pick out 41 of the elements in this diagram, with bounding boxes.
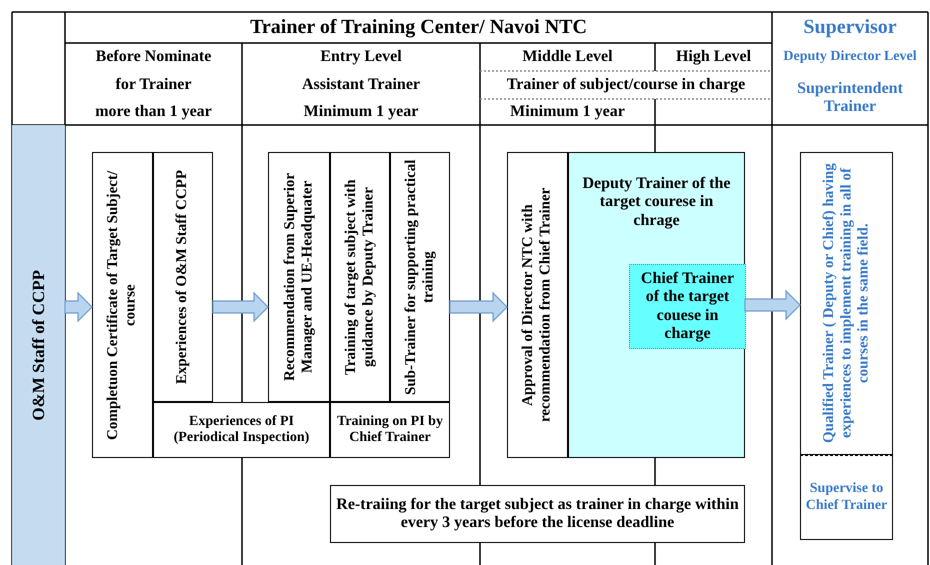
approval-box: [507, 152, 568, 458]
duty-box: Supervise to Chief Trainer: [800, 455, 893, 540]
header-text: Minimum 1 year: [510, 103, 625, 121]
qualification-box: [800, 152, 893, 455]
vertical-text: Sub-Trainer for supporting practical training: [402, 158, 437, 397]
vertical-text: Completuon Certificate of Target Subject/ course: [105, 169, 140, 442]
role-band: [12, 125, 65, 565]
requirement-box: Experiences of PI (Periodical Inspection): [153, 402, 330, 458]
requirement-box: [330, 152, 390, 402]
role-box: Chief Trainer of the target couese in charge: [629, 264, 746, 349]
block-arrow: [64, 292, 93, 322]
column-heading: Supervisor: [803, 16, 897, 39]
vertical-text: Training of target subject with guidance by Deputy Trainer: [342, 178, 377, 377]
header-text: Deputy Director Level: [783, 49, 917, 65]
vertical-text: Experiences of O&M Staff CCPP: [174, 170, 192, 384]
role-title: Deputy Trainer of the target courese in chrage: [582, 175, 732, 230]
header-text: Middle Level: [522, 48, 613, 66]
header-text: Trainer of subject/course in charge: [506, 76, 746, 94]
vertical-text: Recommendation from Superior Manager and UE-Headquater: [282, 172, 316, 384]
header-text: Assistant Trainer: [302, 76, 420, 94]
requirement-box: [390, 152, 450, 402]
header-text: Minimum 1 year: [304, 103, 418, 121]
requirement-box: Training on PI by Chief Trainer: [330, 402, 450, 458]
requirement-box: [153, 152, 213, 402]
note-box: Re-traiing for the target subject as trainer in charge within every 3 years before the license deadline: [330, 485, 745, 543]
block-arrow: [449, 292, 508, 322]
header-text: for Trainer: [116, 76, 192, 94]
vertical-text: O&M Staff of CCPP: [28, 270, 48, 420]
vertical-text: Qualified Trainer ( Deputy or Chief) having experiences to implement training in all of courses in the same field.: [820, 162, 872, 446]
block-arrow: [212, 292, 269, 322]
vertical-text: Approval of Director NTC with recommendation from Chief Trainer: [520, 186, 554, 424]
header-text: High Level: [676, 48, 752, 66]
role-box: [568, 152, 745, 458]
header-text: more than 1 year: [95, 103, 212, 121]
header-text: Superintendent Trainer: [796, 80, 904, 116]
requirement-box: [92, 152, 153, 458]
header-text: Before Nominate: [96, 48, 212, 66]
header-text: Entry Level: [320, 48, 402, 66]
requirement-box: [268, 152, 330, 402]
block-arrow: [744, 290, 801, 320]
column-heading: Trainer of Training Center/ Navoi NTC: [250, 16, 587, 39]
